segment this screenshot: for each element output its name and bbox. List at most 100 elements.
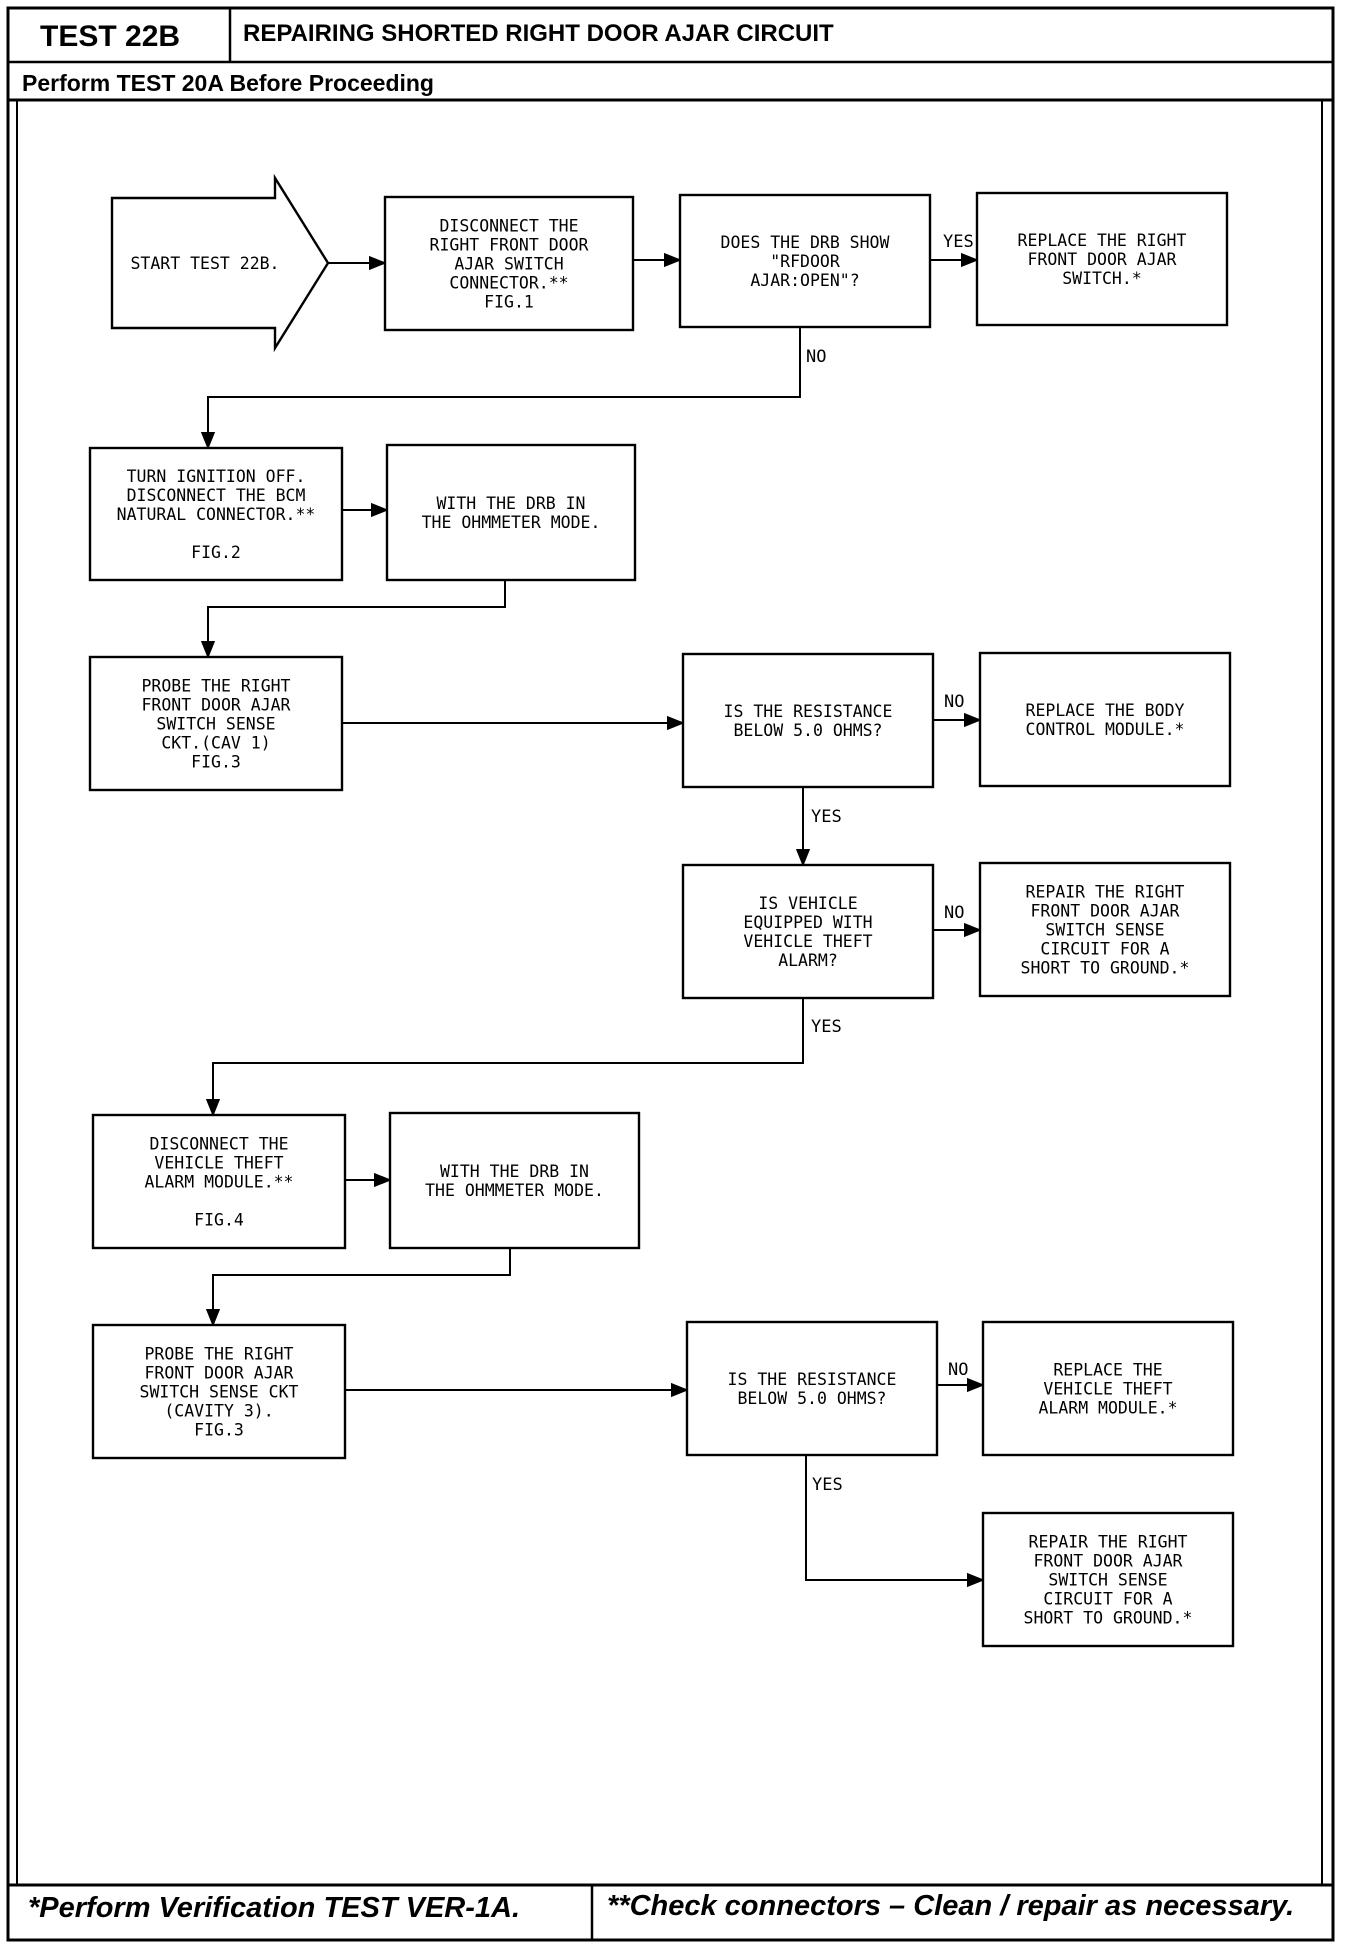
- flow-node-text: CIRCUIT FOR A: [1043, 1590, 1172, 1609]
- flow-node-text: ALARM?: [778, 951, 838, 970]
- flow-node-text: DOES THE DRB SHOW: [721, 233, 890, 252]
- flow-node-text: FRONT DOOR AJAR: [1033, 1552, 1182, 1571]
- flow-edge-q1-to-n2: [200, 327, 801, 450]
- flow-node-text: FIG.3: [191, 753, 241, 772]
- flow-node-text: RIGHT FRONT DOOR: [430, 236, 589, 255]
- flow-node-text: "RFDOOR: [770, 252, 840, 271]
- flow-node-box: [88, 655, 344, 792]
- flow-node-text: ALARM MODULE.**: [144, 1173, 293, 1192]
- flow-node-box: [678, 193, 932, 329]
- flow-node-text: SWITCH SENSE: [1045, 921, 1164, 940]
- edge-label-yes: YES: [811, 1017, 842, 1037]
- flow-node-text: REPLACE THE RIGHT: [1018, 231, 1187, 250]
- flow-node-text: VEHICLE THEFT: [154, 1154, 283, 1173]
- flow-node-text: THE OHMMETER MODE.: [425, 1181, 604, 1200]
- flow-node-text: FIG.2: [191, 543, 241, 562]
- flow-node-box: [385, 443, 637, 582]
- flow-node-text: CONNECTOR.**: [449, 274, 568, 293]
- flow-node-text: FRONT DOOR AJAR: [1027, 250, 1176, 269]
- flow-node-text: REPAIR THE RIGHT: [1026, 883, 1185, 902]
- flow-node-text: DISCONNECT THE BCM: [127, 486, 306, 505]
- flow-node-n2: TURN IGNITION OFF.DISCONNECT THE BCMNATU…: [88, 446, 344, 582]
- flow-node-text: SWITCH SENSE CKT: [140, 1383, 299, 1402]
- flow-node-text: FRONT DOOR AJAR: [1030, 902, 1179, 921]
- flow-node-box: [388, 1111, 641, 1250]
- flow-node-text: REPLACE THE BODY: [1026, 701, 1185, 720]
- flow-node-text: AJAR:OPEN"?: [750, 271, 859, 290]
- flow-node-text: NATURAL CONNECTOR.**: [117, 505, 316, 524]
- test-id: TEST 22B: [40, 20, 181, 53]
- flow-node-box: [91, 1323, 347, 1460]
- flow-node-box: [91, 1113, 347, 1250]
- flow-node-text: IS THE RESISTANCE: [724, 702, 893, 721]
- flow-node-text: CONTROL MODULE.*: [1026, 720, 1185, 739]
- flow-node-text: FRONT DOOR AJAR: [144, 1364, 293, 1383]
- flow-node-box: [681, 863, 935, 1000]
- flow-node-text: START TEST 22B.: [130, 254, 279, 273]
- flow-node-text: EQUIPPED WITH: [743, 913, 872, 932]
- flow-node-box: [383, 195, 635, 332]
- flow-node-box: [681, 652, 935, 789]
- edge-label-no: NO: [806, 347, 826, 367]
- flow-node-text: WITH THE DRB IN: [436, 494, 585, 513]
- flow-edge-n3-to-n4: [200, 580, 506, 659]
- flow-node-text: IS VEHICLE: [758, 894, 857, 913]
- flow-edge-q4-to-r5: [805, 1455, 985, 1588]
- flow-node-text: FRONT DOOR AJAR: [141, 696, 290, 715]
- flow-edge-q3-to-n5: [205, 998, 804, 1117]
- flow-node-text: BELOW 5.0 OHMS?: [733, 721, 882, 740]
- flow-node-text: DISCONNECT THE: [439, 217, 578, 236]
- flow-node-text: CIRCUIT FOR A: [1040, 940, 1169, 959]
- flow-node-box: [685, 1320, 939, 1457]
- edge-label-yes: YES: [811, 807, 842, 827]
- test-title: REPAIRING SHORTED RIGHT DOOR AJAR CIRCUI…: [243, 20, 834, 47]
- edge-label-yes: YES: [812, 1475, 843, 1495]
- flow-edge-n6-to-n7: [205, 1248, 511, 1327]
- flow-node-text: FIG.4: [194, 1211, 244, 1230]
- flow-node-text: TURN IGNITION OFF.: [127, 467, 306, 486]
- edge-label-no: NO: [948, 1360, 968, 1380]
- flow-node-text: IS THE RESISTANCE: [728, 1370, 897, 1389]
- flow-node-box: [975, 191, 1229, 327]
- flow-node-text: VEHICLE THEFT: [743, 932, 872, 951]
- flow-node-text: WITH THE DRB IN: [440, 1162, 589, 1181]
- flow-node-text: REPAIR THE RIGHT: [1029, 1533, 1188, 1552]
- flow-node-text: DISCONNECT THE: [149, 1135, 288, 1154]
- flow-node-box: [981, 1320, 1235, 1457]
- flow-node-text: AJAR SWITCH: [454, 255, 563, 274]
- flow-node-box: [88, 446, 344, 582]
- flow-node-text: (CAVITY 3).: [164, 1402, 273, 1421]
- flow-node-text: THE OHMMETER MODE.: [422, 513, 601, 532]
- footer-note-double-asterisk: **Check connectors – Clean / repair as n…: [607, 1890, 1295, 1922]
- flow-node-text: PROBE THE RIGHT: [144, 1345, 293, 1364]
- flow-node-text: REPLACE THE: [1053, 1361, 1162, 1380]
- flow-node-box: [981, 1511, 1235, 1648]
- flow-node-box: [978, 861, 1232, 998]
- prerequisite-note: Perform TEST 20A Before Proceeding: [22, 70, 434, 96]
- footer-note-single-asterisk: *Perform Verification TEST VER-1A.: [28, 1892, 521, 1924]
- flow-node-box: [978, 651, 1232, 788]
- flow-node-text: FIG.1: [484, 293, 534, 312]
- flow-node-text: PROBE THE RIGHT: [141, 677, 290, 696]
- flow-node-text: BELOW 5.0 OHMS?: [737, 1389, 886, 1408]
- flow-node-text: SWITCH SENSE: [156, 715, 275, 734]
- flow-node-text: SHORT TO GROUND.*: [1021, 959, 1190, 978]
- edge-label-no: NO: [944, 692, 964, 712]
